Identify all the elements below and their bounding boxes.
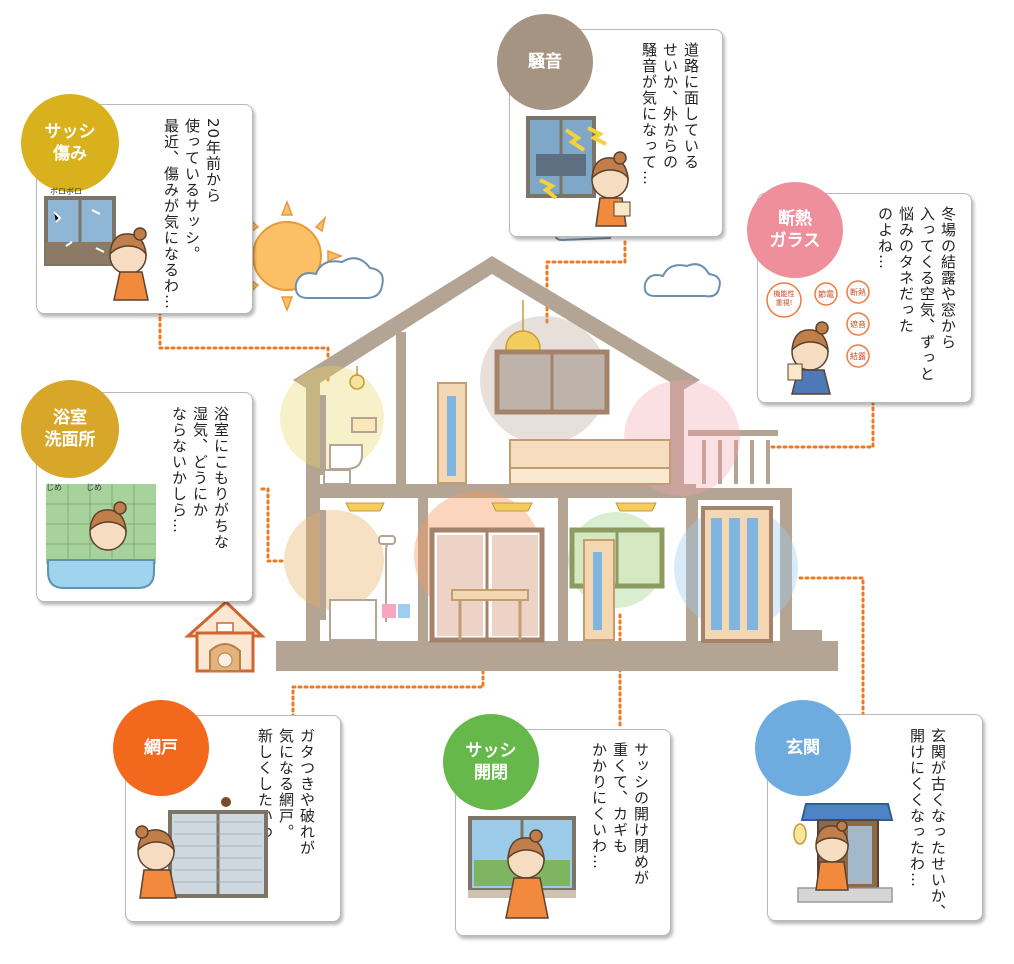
callout-text-sash-open: サッシの開け閉めが 重くて、カギも かかりにくいわ… <box>590 742 650 886</box>
illustration-screen-door <box>130 792 270 900</box>
badge-insulated-glass: 断熱 ガラス <box>747 182 843 278</box>
bubble-label-4: 結露 <box>850 351 866 361</box>
badge-bathroom: 浴室 洗面所 <box>21 380 119 478</box>
badge-screen-door: 網戸 <box>113 700 209 796</box>
bubble-label-0: 機能性重視! <box>774 289 795 307</box>
badge-entrance: 玄関 <box>755 700 851 796</box>
badge-sash-open: サッシ 開閉 <box>443 714 539 810</box>
callout-text-insulated-glass: 冬場の結露や窓から 入ってくる空気、ずっと 悩みのタネだった のよね… <box>876 206 957 382</box>
callout-text-bathroom: 浴室にこもりがちな 湿気、どうにか ならないかしら… <box>170 406 230 550</box>
house-structure <box>276 256 838 671</box>
bubble-label-1: 節電 <box>818 289 834 299</box>
bubble-label-2: 断熱 <box>850 287 866 297</box>
illustration-bathroom: じめ じめ <box>42 476 160 594</box>
connector-bathroom <box>260 487 287 563</box>
doghouse-illustration <box>184 599 266 673</box>
illustration-entrance <box>778 792 894 910</box>
art-label-bathroom-1: じめ <box>46 483 62 492</box>
house-interior <box>320 300 773 643</box>
art-label-bathroom-2: じめ <box>86 483 102 492</box>
badge-noise: 騒音 <box>497 14 593 110</box>
callout-text-noise: 道路に面している せいか、外からの 騒音が気になって… <box>640 42 700 186</box>
connector-entrance <box>798 576 865 716</box>
illustration-sash-open <box>464 810 580 926</box>
callout-text-screen-door: ガタつきや破れが 気になる網戸。 新しくしたいわ… <box>256 728 316 856</box>
connector-insulated-glass <box>768 400 875 449</box>
illustration-noise <box>522 110 642 228</box>
bubble-label-3: 遮音 <box>850 319 866 329</box>
callout-text-sash-damage: 20年前から 使っているサッシ。 最近、傷みが気になるわ… <box>162 118 222 310</box>
illustration-insulated-glass: 機能性重視! 節電 断熱 遮音 結露 <box>762 278 882 398</box>
art-label-sash-damage: ボロボロ <box>50 187 82 196</box>
illustration-sash-damage: ボロボロ <box>44 182 152 302</box>
connector-sash-damage <box>158 310 330 382</box>
badge-sash-damage: サッシ 傷み <box>21 94 119 192</box>
callout-text-entrance: 玄関が古くなったせいか、 開けにくくなったわ… <box>908 728 947 920</box>
